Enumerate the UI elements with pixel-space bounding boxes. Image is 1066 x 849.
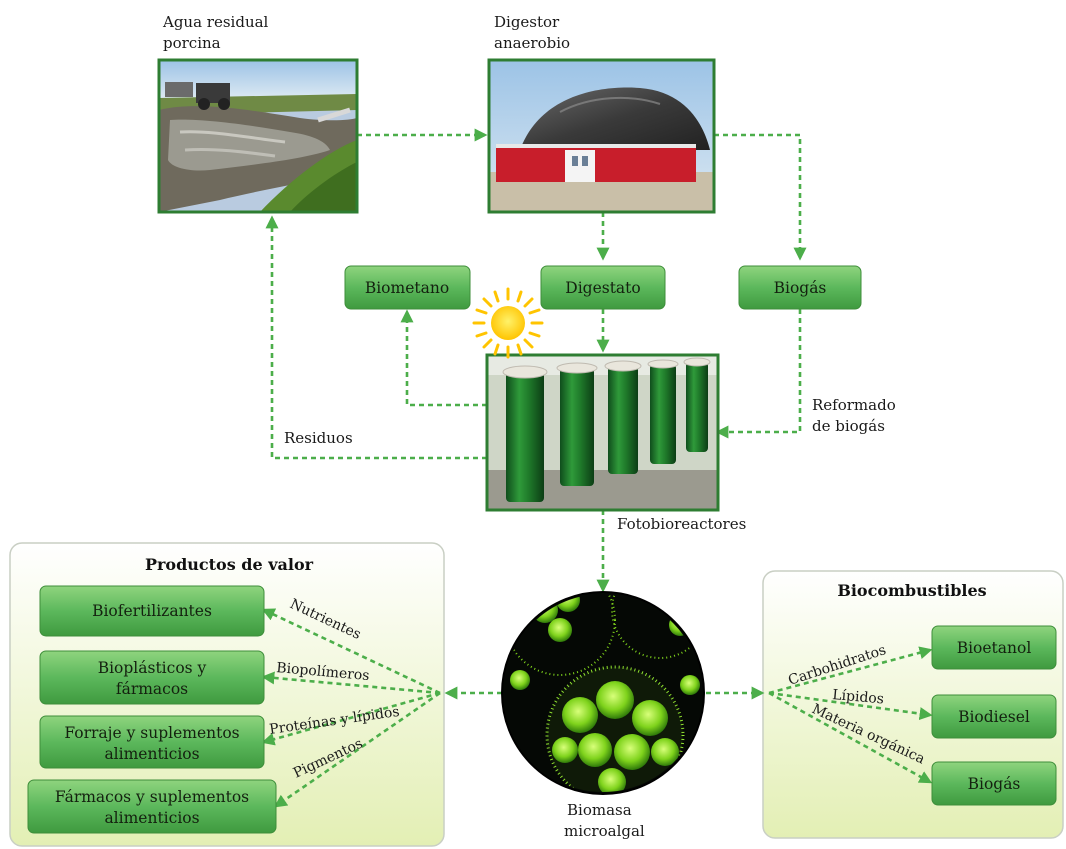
photobioreactor-image [485, 353, 720, 512]
biogas-label: Biogás [774, 279, 827, 297]
product-label: Fármacos y suplementos [55, 788, 249, 806]
bioplastics-box: Bioplásticos y fármacos [39, 650, 265, 705]
sun-icon [472, 287, 544, 359]
digestate-label: Digestato [565, 279, 640, 297]
biodiesel-box: Biodiesel [931, 694, 1057, 739]
flow-lines [261, 128, 933, 808]
waste-label: Residuos [284, 429, 353, 447]
forage-box: Forraje y suplementos alimenticios [39, 715, 265, 769]
reforming-label: de biogás [812, 417, 885, 435]
value-products-title: Productos de valor [145, 555, 314, 574]
digester-title: Digestor [494, 13, 560, 31]
product-label: alimenticios [104, 809, 199, 827]
biofuels-title: Biocombustibles [837, 581, 986, 600]
product-label: Biofertilizantes [92, 602, 212, 620]
product-label: Forraje y suplementos [64, 724, 239, 742]
biomethane-box: Biometano [344, 265, 471, 310]
digestate-box: Digestato [540, 265, 666, 310]
product-label: Bioplásticos y [98, 659, 207, 677]
biofuel-label: Biogás [968, 775, 1021, 793]
wastewater-title: porcina [163, 34, 221, 52]
biofuel-label: Biodiesel [958, 708, 1030, 726]
bioethanol-box: Bioetanol [931, 625, 1057, 670]
lipids-flow-label: Lípidos [832, 687, 885, 707]
biofertilizers-box: Biofertilizantes [39, 585, 265, 637]
microalgae-biomass-image [501, 591, 705, 795]
pharma-box: Fármacos y suplementos alimenticios [27, 779, 277, 834]
product-label: fármacos [116, 680, 188, 698]
wastewater-image [157, 58, 359, 214]
digester-image [487, 58, 716, 214]
biogas-box: Biogás [738, 265, 862, 310]
biomethane-label: Biometano [365, 279, 449, 297]
wastewater-title: Agua residual [162, 13, 269, 31]
photobioreactor-label: Fotobioreactores [617, 515, 746, 533]
reforming-label: Reformado [812, 396, 896, 414]
biofuel-label: Bioetanol [957, 639, 1032, 657]
biomass-label: microalgal [564, 822, 645, 840]
product-label: alimenticios [104, 745, 199, 763]
biofuel-biogas-box: Biogás [931, 761, 1057, 806]
biomass-label: Biomasa [567, 801, 632, 819]
digester-title: anaerobio [494, 34, 570, 52]
